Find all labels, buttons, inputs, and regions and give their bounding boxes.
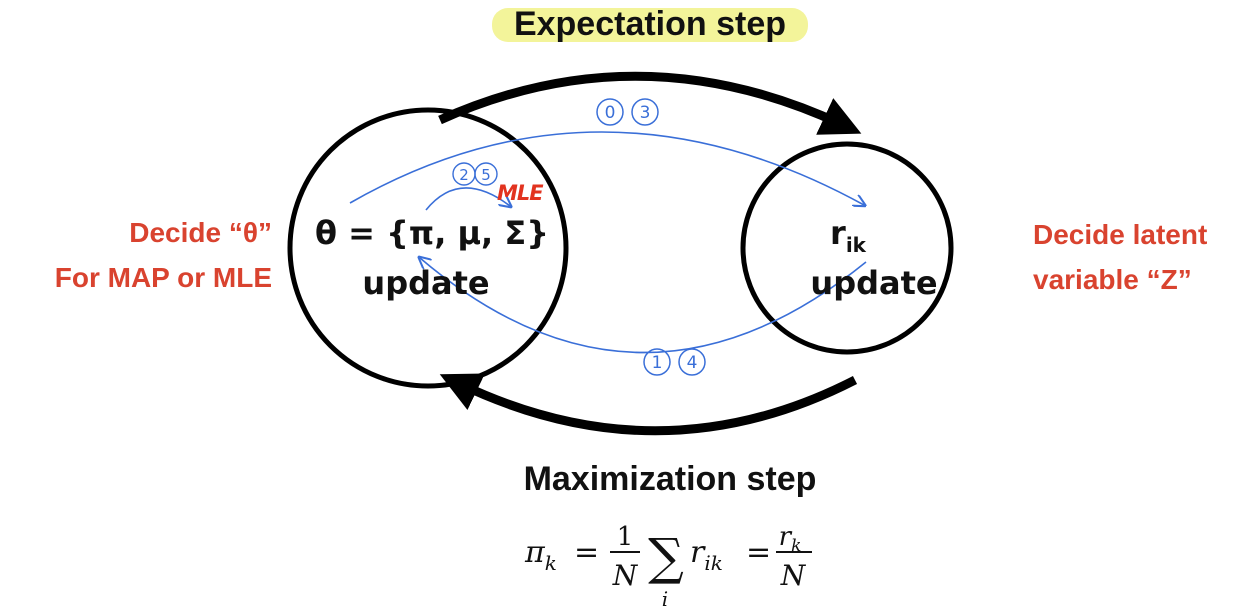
svg-text:∑: ∑ xyxy=(648,528,684,586)
maximization-arrow xyxy=(439,373,858,436)
title-highlight xyxy=(492,8,808,42)
svg-text:2: 2 xyxy=(459,166,469,184)
svg-text:rk: rk xyxy=(779,522,802,556)
right-note-line1: Decide latent xyxy=(1033,219,1207,250)
right-note-line2: variable “Z” xyxy=(1033,264,1192,295)
theta-update-label: update xyxy=(362,264,489,302)
top-step-numbers: 0 3 xyxy=(596,98,659,126)
maximization-step-label: Maximization step xyxy=(524,460,817,498)
mle-annotation: MLE xyxy=(497,181,544,205)
rik-update-node xyxy=(740,141,954,355)
expectation-arrow xyxy=(438,71,862,135)
blue-arrow-top xyxy=(349,131,864,205)
expectation-step-label: Expectation step xyxy=(514,5,786,43)
svg-text:0: 0 xyxy=(605,103,616,123)
svg-text:3: 3 xyxy=(640,103,651,123)
rik-label: rik xyxy=(830,214,867,257)
blue-arrow-bottom xyxy=(420,258,867,354)
self-step-numbers: 2 5 xyxy=(452,162,498,186)
svg-text:πk: πk xyxy=(524,535,557,575)
svg-text:4: 4 xyxy=(687,353,698,373)
pi-k-formula: πk = 1 N ∑ i rik = rk N xyxy=(524,522,812,610)
svg-text:1: 1 xyxy=(617,522,634,552)
svg-text:=: = xyxy=(746,535,771,570)
svg-text:rik: rik xyxy=(690,535,723,575)
svg-text:N: N xyxy=(612,559,639,592)
svg-text:5: 5 xyxy=(481,166,491,184)
rik-update-label: update xyxy=(810,264,937,302)
svg-text:=: = xyxy=(574,535,599,570)
svg-text:1: 1 xyxy=(652,353,663,373)
bottom-step-numbers: 1 4 xyxy=(643,348,706,376)
blue-arrow-self xyxy=(425,187,510,211)
svg-text:i: i xyxy=(662,587,668,610)
left-note-line1: Decide “θ” xyxy=(129,217,272,248)
theta-update-node xyxy=(287,107,569,389)
theta-set-label: θ = {π, μ, Σ} xyxy=(315,214,549,252)
left-note-line2: For MAP or MLE xyxy=(55,262,272,293)
svg-text:N: N xyxy=(780,559,807,592)
